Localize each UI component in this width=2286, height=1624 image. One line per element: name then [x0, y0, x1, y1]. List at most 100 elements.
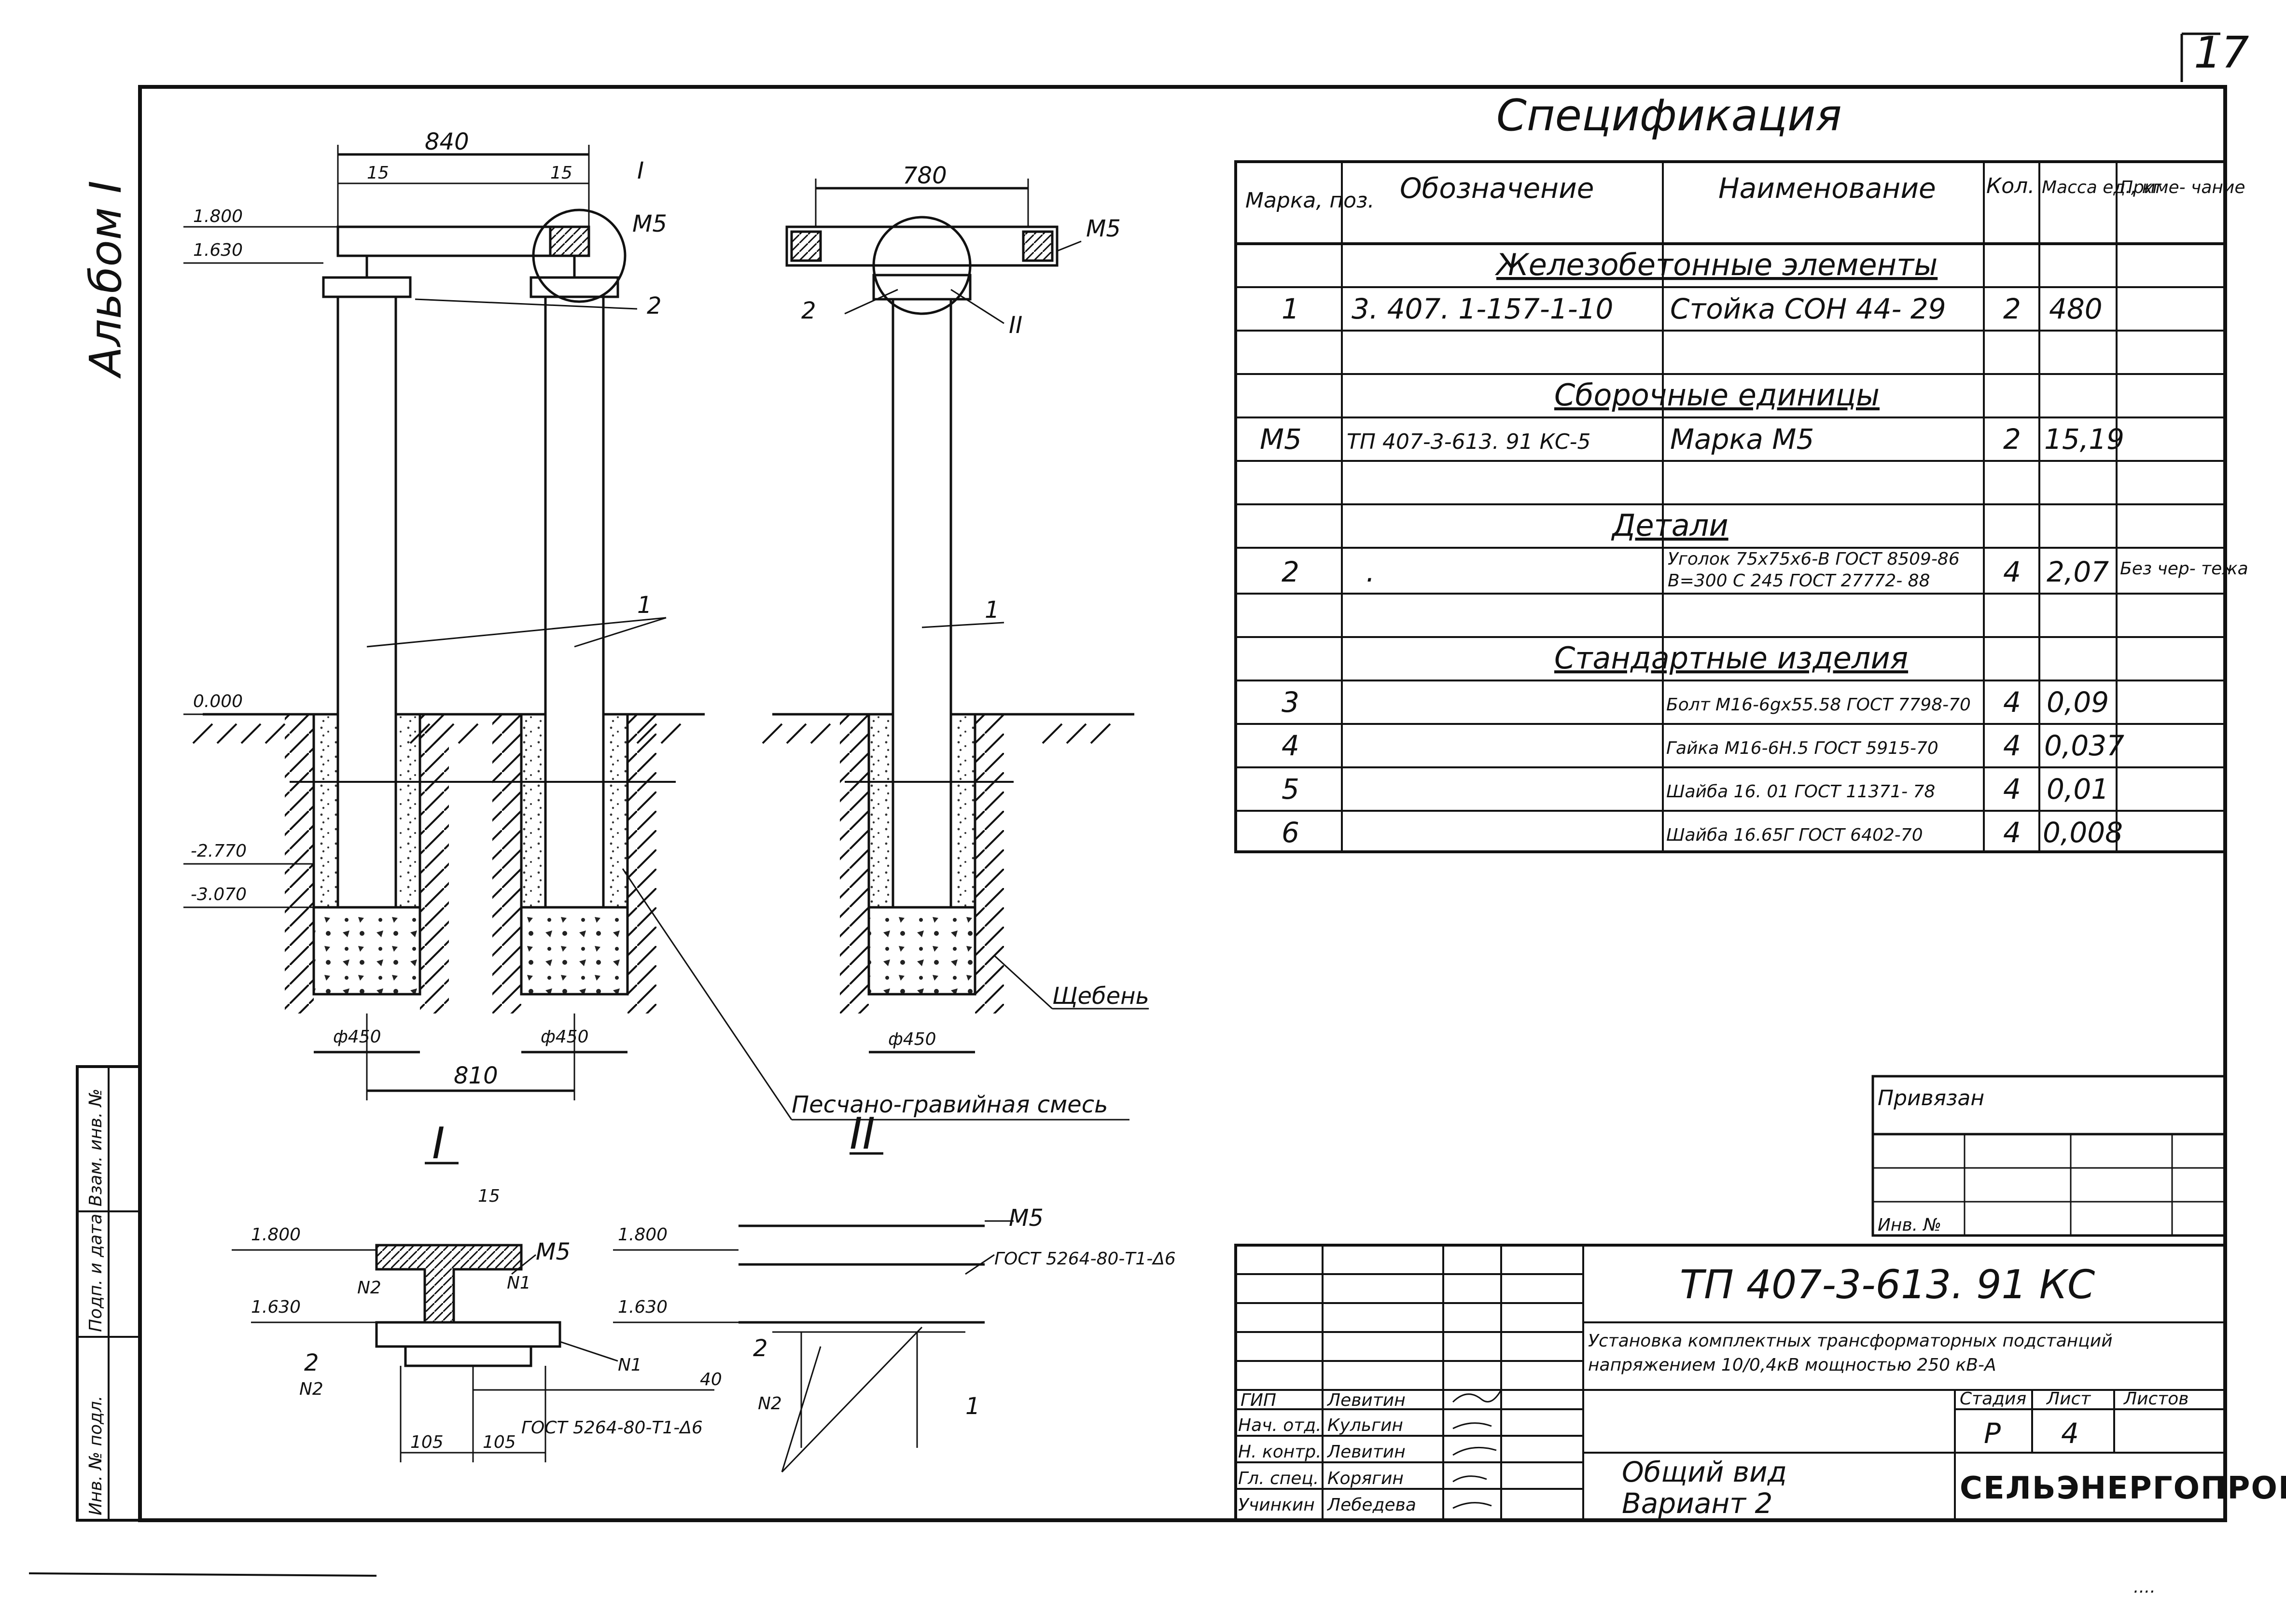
row-mass: 0,008 [2043, 816, 2123, 849]
detail-I-n1-bottom: N1 [618, 1355, 642, 1375]
side-view-labels: 780 М5 2 II 1 Щебень ф450 [801, 162, 1149, 1049]
detail-I-pos-2: 2 [304, 1349, 319, 1376]
col-header-qty: Кол. [1986, 174, 2035, 198]
spec-title: Спецификация [1496, 90, 1842, 141]
label-pos-2-side: 2 [801, 297, 816, 324]
strip-sign-label: Подп. и дата [86, 1214, 106, 1332]
detail-I-m5: М5 [536, 1238, 571, 1265]
row-qty: 2 [2003, 292, 2021, 325]
detail-II [613, 1152, 1014, 1473]
project-desc-line2: напряжением 10/0,4кВ мощностью 250 кВ-А [1588, 1355, 1996, 1375]
table-row: М5 ТП 407-3-613. 91 КС-5 Марка М5 2 15,1… [1260, 423, 2124, 456]
detail-I-n2-bottom: N2 [299, 1379, 323, 1399]
row-code: . [1366, 555, 1375, 588]
left-stamp-strip: Инв. № подл. Подп. и дата Взам. инв. № [76, 1065, 141, 1522]
elev-1800: 1.800 [193, 207, 243, 226]
album-label: Альбом I [81, 180, 131, 379]
elev-1630: 1.630 [193, 240, 243, 260]
detail-II-pos-1: 1 [965, 1393, 980, 1420]
detail-I-labels: I 1.800 1.630 15 М5 N1 N2 N1 2 N2 ГОСТ 5… [251, 1118, 703, 1452]
row-mark: 6 [1282, 816, 1299, 849]
approval-label: Привязан [1878, 1086, 1984, 1110]
project-desc-line1: Установка комплектных трансформаторных п… [1588, 1331, 2113, 1351]
row-name: Болт М16-6gх55.58 ГОСТ 7798-70 [1666, 695, 1971, 715]
dim-dia450-left: ф450 [333, 1027, 381, 1047]
detail-I-weld-spec: ГОСТ 5264-80-Т1-Δ6 [521, 1418, 703, 1438]
callout-view-II: II [1009, 312, 1022, 339]
name-norm-control: Левитин [1326, 1442, 1406, 1462]
row-name: Марка М5 [1670, 423, 1814, 456]
name-gip: Левитин [1326, 1390, 1406, 1410]
elev-minus-2770: -2.770 [191, 841, 247, 861]
label-sand-gravel-mix: Песчано-гравийная смесь [792, 1091, 1108, 1118]
title-block-text: ТП 407-3-613. 91 КС Установка комплектны… [1238, 1262, 2286, 1520]
side-view [762, 179, 1149, 1054]
col-header-mark: Марка, поз. [1245, 188, 1374, 213]
row-qty: 4 [2003, 773, 2021, 805]
sheet-header: Лист [2046, 1389, 2091, 1409]
callout-view-I: I [637, 157, 644, 184]
table-row: 2 . Уголок 75х75х6-В ГОСТ 8509-86 В=300 … [1282, 549, 2248, 591]
detail-II-weld-spec: ГОСТ 5264-80-Т1-Δ6 [994, 1249, 1176, 1269]
elev-0000: 0.000 [193, 692, 243, 711]
stage-header: Стадия [1960, 1389, 2026, 1409]
strip-replace-label: Взам. инв. № [86, 1089, 106, 1207]
detail-II-title: II [850, 1109, 875, 1159]
row-mass: 0,09 [2047, 686, 2109, 719]
row-mass: 0,037 [2044, 729, 2124, 762]
label-pos-1-side: 1 [985, 597, 1000, 624]
detail-I [232, 1162, 714, 1462]
elevation-labels: 840 15 15 I М5 2 1.800 1.630 0.000 -2.77… [191, 128, 1108, 1118]
label-pos-2: 2 [647, 292, 662, 319]
dim-15-right: 15 [550, 163, 572, 183]
detail-II-dim-40: 40 [700, 1370, 722, 1389]
strip-inv-label: Инв. № подл. [86, 1396, 106, 1515]
row-name-line2: В=300 С 245 ГОСТ 27772- 88 [1668, 571, 1930, 591]
role-norm-control: Н. контр. [1238, 1442, 1322, 1462]
row-mass: 15,19 [2044, 423, 2124, 456]
row-mark: 3 [1282, 686, 1299, 719]
table-row: 4 Гайка М16-6Н.5 ГОСТ 5915-70 4 0,037 [1282, 729, 2124, 762]
table-row: 3 Болт М16-6gх55.58 ГОСТ 7798-70 4 0,09 [1282, 686, 2109, 719]
name-chief-spec: Корягин [1327, 1469, 1404, 1488]
col-header-note: Приме- чание [2120, 178, 2245, 197]
row-mass: 480 [2049, 292, 2103, 325]
detail-II-pos-2: 2 [753, 1335, 768, 1362]
row-name: Гайка М16-6Н.5 ГОСТ 5915-70 [1666, 738, 1938, 758]
detail-I-title: I [432, 1118, 445, 1169]
col-header-code: Обозначение [1400, 172, 1594, 205]
row-name: Уголок 75х75х6-В ГОСТ 8509-86 [1668, 549, 1960, 569]
row-mark: 4 [1282, 729, 1299, 762]
section-details: Детали [1611, 508, 1728, 543]
signatures [1452, 1389, 1502, 1509]
detail-I-dim-105-left: 105 [410, 1432, 444, 1452]
dim-810: 810 [454, 1062, 498, 1089]
label-m5-side: М5 [1086, 215, 1121, 242]
row-code: ТП 407-3-613. 91 КС-5 [1347, 430, 1590, 454]
sheets-header: Листов [2123, 1389, 2188, 1409]
name-dept-head: Кульгин [1327, 1416, 1403, 1435]
page-number-box: 17 [2180, 28, 2249, 82]
row-name: Шайба 16.65Г ГОСТ 6402-70 [1666, 825, 1923, 845]
page-number: 17 [2194, 28, 2249, 78]
organization-name: СЕЛЬЭНЕРГОПРОЕКТ [1960, 1471, 2286, 1506]
bottom-rule [28, 1572, 377, 1577]
sheet-value: 4 [2061, 1417, 2079, 1450]
detail-I-n2-top: N2 [357, 1278, 381, 1298]
role-gip: ГИП [1241, 1390, 1276, 1410]
row-qty: 4 [2003, 555, 2021, 588]
dim-dia450-side: ф450 [888, 1029, 936, 1049]
row-qty: 4 [2003, 729, 2021, 762]
title-block [1234, 1244, 2227, 1522]
table-row: 6 Шайба 16.65Г ГОСТ 6402-70 4 0,008 [1282, 816, 2123, 849]
dim-dia450-right: ф450 [541, 1027, 589, 1047]
approval-inv-label: Инв. № [1878, 1215, 1941, 1235]
name-executor: Лебедева [1326, 1495, 1416, 1515]
approval-box [1871, 1075, 2227, 1237]
detail-I-elev-1800: 1.800 [251, 1225, 301, 1245]
col-header-mass: Масса ед., кг [2042, 178, 2162, 197]
elev-minus-3070: -3.070 [191, 885, 247, 904]
drawing-title-line2: Вариант 2 [1622, 1487, 1772, 1520]
project-code: ТП 407-3-613. 91 КС [1680, 1262, 2095, 1308]
